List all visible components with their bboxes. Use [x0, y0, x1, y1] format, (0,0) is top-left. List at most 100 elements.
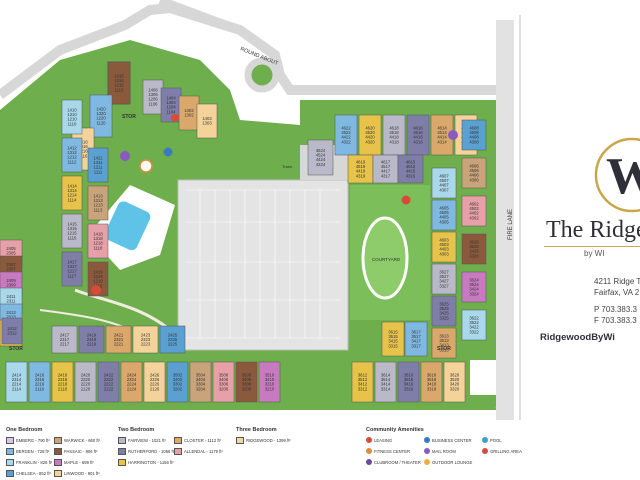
building-south-row-2-label: 2318: [58, 377, 68, 382]
building-west-col1-4: [61, 251, 83, 287]
building-south-row-3-label: 2320: [81, 377, 91, 382]
building-west-col1-3-label: 1215: [67, 231, 77, 236]
building-north-mid-3-label: 1303: [202, 121, 212, 126]
building-south-row-5: [120, 361, 143, 403]
stor-label-2: STOR: [9, 346, 23, 352]
grilling-marker-2: [401, 195, 411, 205]
building-far-east-0-label: 4308: [469, 139, 479, 144]
building-south-row-2: [51, 361, 74, 403]
pool: [104, 201, 151, 251]
building-southwest-4: [159, 325, 186, 354]
legend: One Bedroom Two Bedroom Three Bedroom Co…: [0, 422, 640, 480]
building-north-mid-1-label: 1404: [166, 96, 176, 101]
building-south-east-4-label: 3420: [450, 382, 460, 387]
building-north-row-4-label: 4414: [437, 135, 447, 140]
amenity-icon: [366, 459, 372, 465]
building-south-east-4: [443, 361, 466, 403]
brand-divider: [544, 246, 640, 247]
building-east-col-0-label: 4307: [439, 187, 449, 192]
building-west-col1-2-label: 1214: [67, 193, 77, 198]
building-west-col2-1: [87, 185, 109, 221]
address-line-1: 4211 Ridge To: [594, 277, 640, 286]
building-southwest-4-label: 2325: [168, 337, 178, 342]
building-inner-north-0-label: 4519: [356, 164, 366, 169]
logo-letter: W: [606, 148, 640, 205]
legend-item: WARWICK - 660 ft²: [54, 437, 100, 444]
building-east-col-0-label: 4407: [439, 183, 449, 188]
building-south-row-8-label: 3504: [196, 373, 206, 378]
building-inner-north-2-label: 4615: [406, 160, 416, 165]
legend-item-label: POOL: [490, 437, 502, 443]
legend-item-label: OUTDOOR LOUNGE: [432, 459, 473, 465]
website-link[interactable]: RidgewoodByWi: [540, 332, 615, 343]
legend-item-label: FAIRVIEW - 1021 ft²: [128, 438, 166, 443]
building-north-mid-1-label: 1204: [166, 105, 176, 110]
building-south-east-3-label: 3618: [427, 373, 437, 378]
building-west-col1-4-label: 1117: [68, 273, 77, 278]
building-south-row-10-label: 3308: [242, 382, 252, 387]
legend-item: FAIRVIEW - 1021 ft²: [118, 437, 166, 444]
floorplan-swatch: [54, 470, 62, 477]
courtyard-label: COURTYARD: [372, 257, 401, 262]
building-inner-north-1-label: 4317: [381, 173, 391, 178]
building-far-east-4-label: 3424: [469, 287, 479, 292]
building-south-row-1: [28, 361, 51, 403]
building-north-left-2-label: 1116: [115, 87, 124, 92]
amenity-icon: [424, 448, 430, 454]
building-far-east-1-label: 4506: [469, 168, 479, 173]
building-west-low-1-label: 2407: [6, 262, 16, 267]
building-west-col1-1: [61, 137, 83, 173]
building-far-east-1-label: 4606: [469, 164, 479, 169]
building-north-mid-1-label: 1104: [166, 109, 176, 114]
building-south-east-0: [351, 361, 374, 403]
building-south-row-0-label: 2114: [12, 386, 22, 391]
building-far-east-3: [461, 233, 487, 265]
building-south-row-3: [74, 361, 97, 403]
legend-item: CLOSTER - 1112 ft²: [174, 437, 221, 444]
building-far-east-5-label: 3622: [469, 316, 479, 321]
building-misc-3-label: 3417: [411, 339, 421, 344]
building-west-col1-1-label: 1412: [67, 146, 77, 151]
floorplan-swatch: [6, 470, 14, 477]
building-east-col-4-label: 3525: [439, 306, 449, 311]
building-south-east-1-label: 3514: [381, 377, 391, 382]
building-south-row-11-label: 3510: [265, 373, 275, 378]
building-south-row-4-label: 2222: [104, 382, 114, 387]
building-misc-0-label: 4424: [316, 157, 326, 162]
floorplan-swatch: [6, 448, 14, 455]
building-east-col-3-label: 3627: [439, 270, 449, 275]
building-north-left-2-label: 1216: [114, 83, 124, 88]
building-misc-3: [404, 321, 428, 357]
building-north-left-0b-label: 1120: [96, 120, 106, 125]
floorplan-swatch: [174, 437, 182, 444]
building-west-col1-3-label: 1315: [67, 226, 77, 231]
legend-item-label: EMBERG - 790 ft²: [16, 438, 50, 443]
building-southwest-0: [51, 325, 78, 354]
building-south-row-5-label: 2124: [127, 386, 137, 391]
building-north-left-0c-label: 1216: [78, 149, 88, 154]
legend-item-label: CLUBROOM / THEATER: [374, 459, 421, 465]
building-south-east-1-label: 3314: [381, 386, 391, 391]
building-inner-north-2-label: 4515: [406, 164, 416, 169]
building-east-col-1-label: 4505: [439, 210, 449, 215]
legend-item-label: ALLENDAL - 1179 ft²: [184, 449, 223, 454]
floorplan-swatch: [54, 437, 62, 444]
floorplan-swatch: [118, 459, 126, 466]
building-south-row-2-label: 2418: [58, 373, 68, 378]
legend-item: RIDGEWOOD - 1399 ft²: [236, 437, 291, 444]
legend-item-label: RIDGEWOOD - 1399 ft²: [246, 438, 291, 443]
building-south-east-1: [374, 361, 397, 403]
building-far-east-3-label: 3326: [469, 253, 479, 258]
building-east-col-3-label: 3327: [439, 283, 449, 288]
building-south-row-9-label: 3206: [219, 386, 229, 391]
legend-item-label: MAPLE - 699 ft²: [64, 460, 94, 465]
building-misc-2-label: 3415: [388, 339, 398, 344]
building-south-row-10-label: 3508: [242, 373, 252, 378]
building-southwest-2-label: 2321: [114, 337, 124, 342]
building-north-row-2-label: 4418: [389, 135, 399, 140]
building-east-col-5-label: 3613: [439, 334, 449, 339]
building-north-mid-2-label: 1302: [184, 113, 194, 118]
business-center-marker: [163, 147, 173, 157]
building-south-row-9-label: 3506: [219, 373, 229, 378]
building-inner-north-0-label: 4419: [356, 169, 366, 174]
